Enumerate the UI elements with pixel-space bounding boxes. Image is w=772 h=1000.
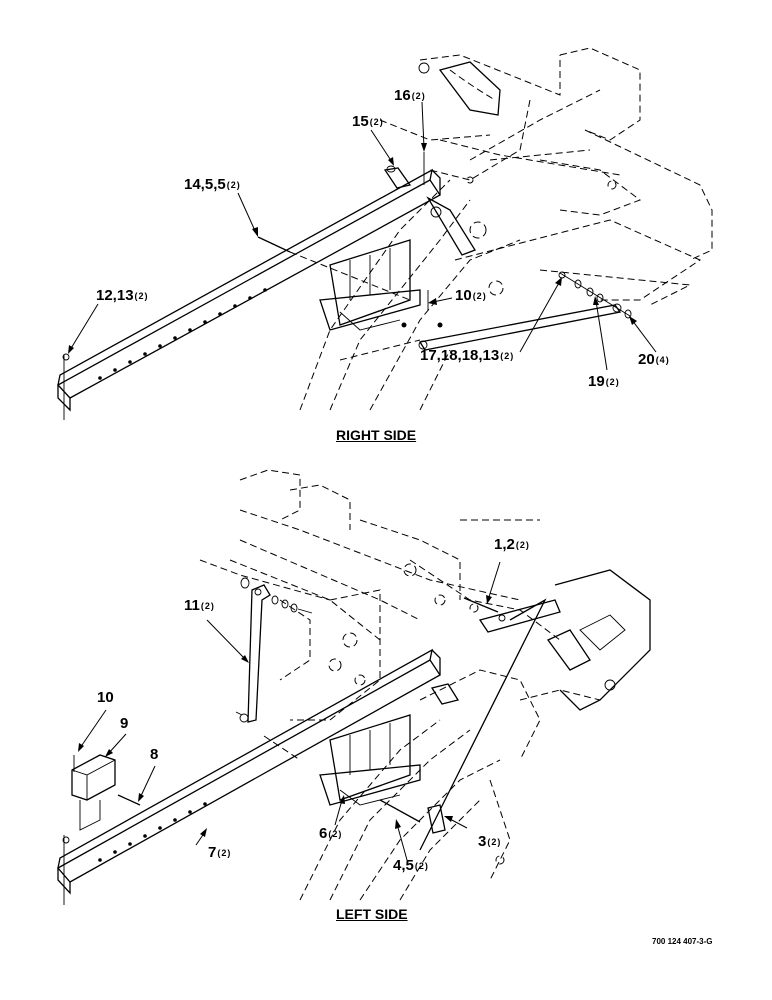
left-bracket-6	[319, 714, 421, 806]
right-upper-bracket	[438, 61, 501, 116]
callout-1-2: 1,2(2)	[494, 536, 530, 553]
left-pin-8	[117, 794, 141, 806]
callout-16: 16(2)	[394, 87, 426, 104]
right-spacer-15	[383, 165, 412, 189]
callout-9: 9	[120, 715, 129, 732]
right-side-title: RIGHT SIDE	[336, 427, 417, 443]
right-strap-17	[418, 303, 622, 351]
callout-12-13: 12,13(2)	[96, 287, 149, 304]
callout-14-5-5: 14,5,5(2)	[184, 176, 241, 193]
right-leaders	[68, 101, 657, 371]
right-support-arm	[426, 196, 476, 256]
callout-7: 7(2)	[208, 844, 232, 861]
callout-10-left: 10	[97, 689, 114, 706]
left-leaders	[78, 561, 501, 861]
left-beam-holes	[98, 802, 207, 862]
left-bolt-1	[463, 597, 499, 613]
callout-19: 19(2)	[588, 373, 620, 390]
right-bolt-14	[257, 236, 291, 253]
right-hardware-stack	[558, 271, 632, 319]
drawing-number: 700 124 407-3-G	[652, 937, 713, 946]
left-rod-11	[235, 577, 313, 723]
right-frame-outline	[299, 47, 713, 411]
callout-10-right: 10(2)	[455, 287, 487, 304]
callout-20: 20(4)	[638, 351, 670, 368]
left-spacer	[430, 683, 460, 705]
callout-3: 3(2)	[478, 833, 502, 850]
callout-8: 8	[150, 746, 159, 763]
left-diagonal-member	[419, 598, 547, 851]
left-bolt-4	[379, 799, 421, 823]
left-part-3	[427, 804, 446, 834]
right-beam-holes	[98, 288, 267, 380]
left-side-view	[56, 469, 651, 905]
callout-15: 15(2)	[352, 113, 384, 130]
callout-4-5: 4,5(2)	[393, 857, 429, 874]
left-housing	[547, 569, 651, 711]
callout-6: 6(2)	[319, 825, 343, 842]
callout-17-18-18-13: 17,18,18,13(2)	[420, 347, 515, 364]
left-frame-outline	[199, 469, 601, 901]
right-side-view	[56, 47, 713, 420]
callout-11: 11(2)	[184, 597, 215, 614]
left-cross-arm	[478, 599, 561, 633]
right-bracket	[319, 239, 421, 331]
left-bracket-9	[71, 754, 116, 831]
left-side-title: LEFT SIDE	[336, 906, 408, 922]
